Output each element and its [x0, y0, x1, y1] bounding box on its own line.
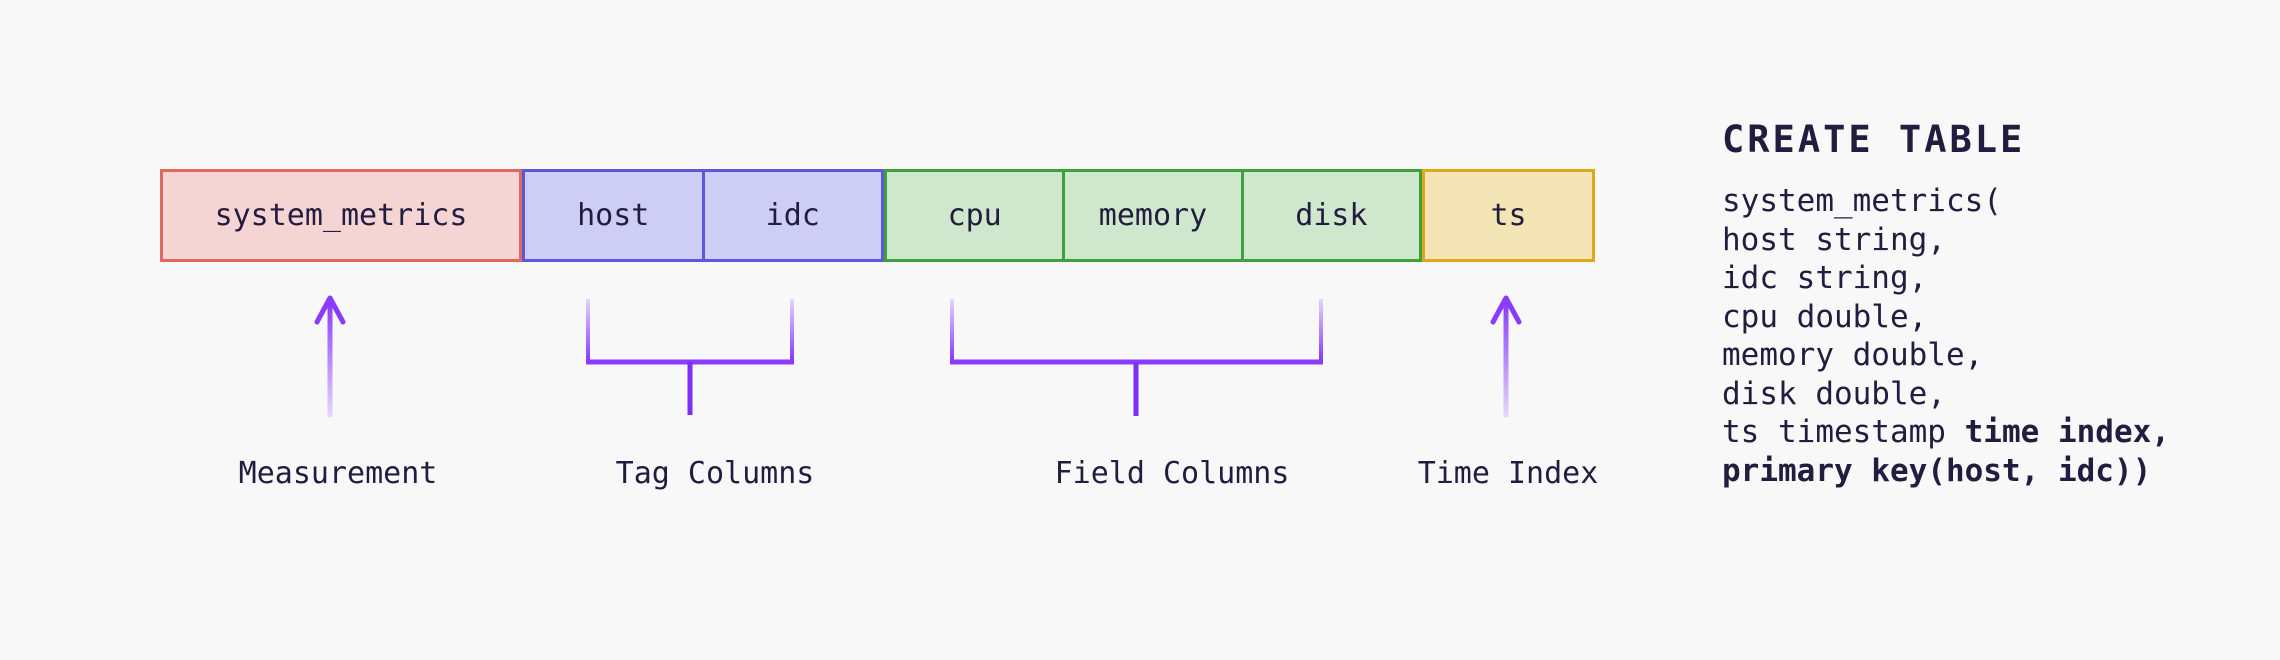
column-cell-label: cpu — [947, 198, 1002, 233]
sql-panel: CREATE TABLE system_metrics(host string,… — [1722, 118, 2170, 490]
column-cell-label: disk — [1295, 198, 1368, 233]
tag-columns-bracket-icon — [586, 299, 794, 415]
sql-heading: CREATE TABLE — [1722, 118, 2026, 161]
sql-code-line: system_metrics( — [1722, 183, 2002, 219]
column-cell-system_metrics: system_metrics — [163, 172, 519, 259]
category-label-measurement: Measurement — [238, 456, 438, 491]
column-cell-label: system_metrics — [214, 198, 468, 233]
column-cell-disk: disk — [1240, 172, 1419, 259]
column-group-tag: host idc — [522, 169, 884, 262]
category-label-field-columns: Field Columns — [1054, 456, 1290, 491]
sql-code-line: disk double, — [1722, 375, 1946, 412]
sql-code-line: cpu double, — [1722, 298, 1928, 335]
column-cell-ts: ts — [1425, 172, 1592, 259]
column-group-field: cpu memory disk — [884, 169, 1422, 262]
category-label-time-index: Time Index — [1417, 456, 1599, 491]
column-cell-label: ts — [1490, 198, 1527, 233]
column-cell-idc: idc — [701, 172, 882, 259]
sql-code: system_metrics(host string,idc string,cp… — [1722, 182, 2170, 490]
sql-code-line: memory double, — [1722, 337, 1984, 373]
column-cell-label: host — [577, 198, 650, 233]
measurement-up-arrow-icon — [314, 295, 346, 418]
time-index-up-arrow-icon — [1490, 295, 1522, 418]
column-cell-cpu: cpu — [887, 172, 1062, 259]
sql-code-line: host string, — [1722, 221, 1946, 258]
column-cell-host: host — [525, 172, 702, 259]
sql-code-line: primary key(host, idc)) — [1722, 452, 2152, 489]
category-label-tag-columns: Tag Columns — [615, 456, 815, 491]
field-columns-bracket-icon — [950, 299, 1323, 416]
sql-code-line: ts timestamp time index, — [1722, 414, 2170, 450]
column-cell-label: idc — [765, 198, 820, 233]
column-cell-memory: memory — [1062, 172, 1240, 259]
column-group-measurement: system_metrics — [160, 169, 522, 262]
column-cell-label: memory — [1098, 198, 1208, 233]
column-group-time: ts — [1422, 169, 1595, 262]
sql-code-line: idc string, — [1722, 260, 1928, 296]
